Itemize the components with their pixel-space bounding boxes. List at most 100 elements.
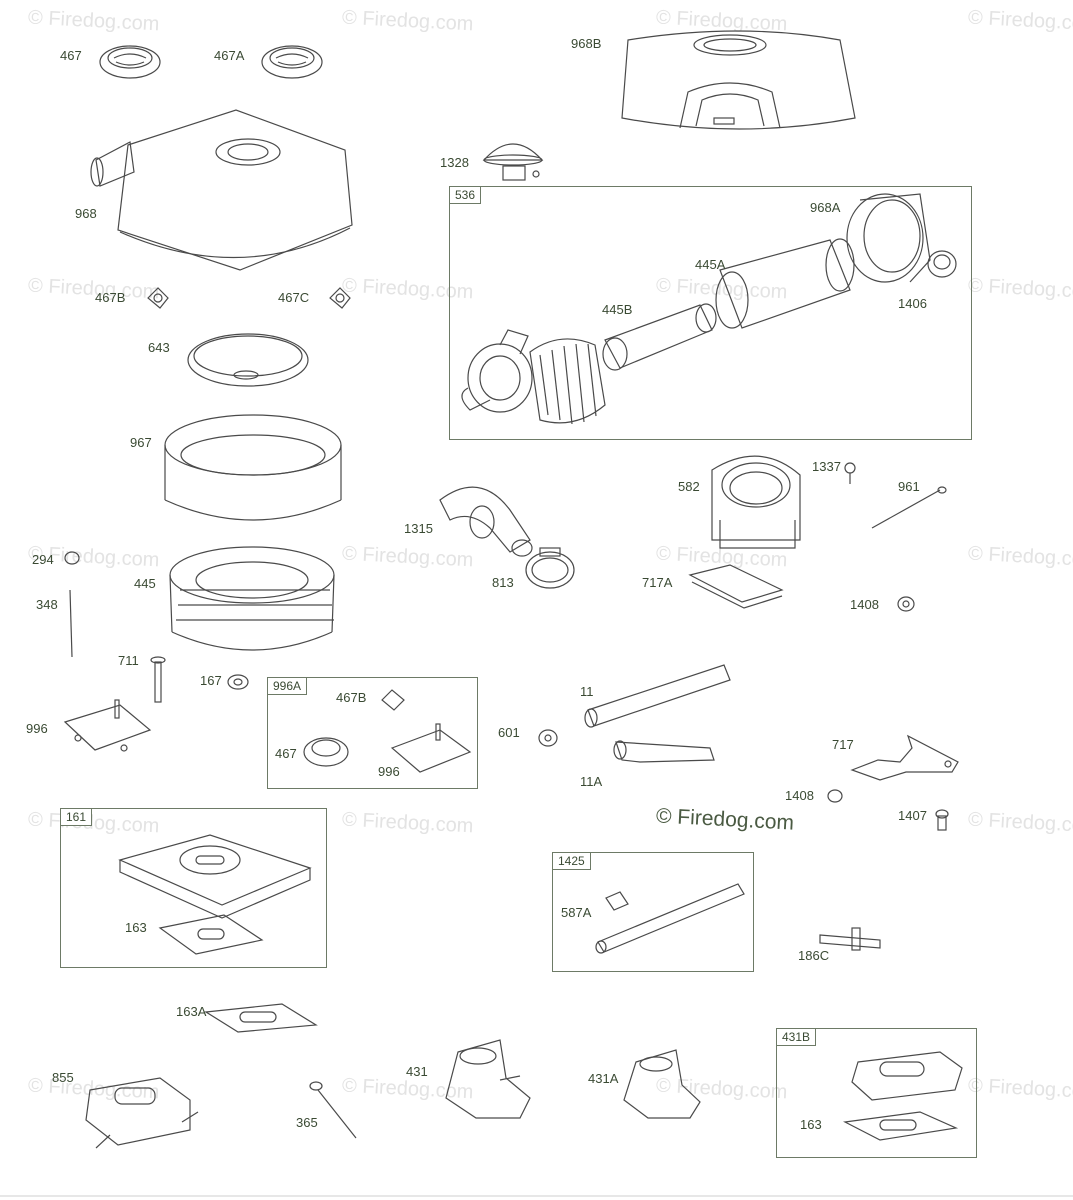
hose-11-drawing: [584, 664, 731, 728]
filter-445-drawing: [169, 546, 335, 651]
part-label-961[interactable]: 961: [898, 479, 920, 494]
filter-445B-drawing: [602, 303, 717, 371]
cover-968A-drawing: [846, 193, 931, 283]
cover-968B-drawing: [621, 30, 856, 130]
kit-tag: 536: [449, 186, 482, 204]
part-label-813[interactable]: 813: [492, 575, 514, 590]
nut-294-drawing: [64, 551, 80, 565]
grommet-467B-kit-drawing: [381, 689, 405, 711]
part-label-431[interactable]: 431: [406, 1064, 428, 1079]
cap-1328-drawing: [482, 143, 544, 181]
bolt-711-drawing: [150, 656, 166, 703]
kit-box-536: 536: [449, 186, 972, 440]
part-label-163[interactable]: 163: [125, 920, 147, 935]
part-label-1337[interactable]: 1337: [812, 459, 841, 474]
part-label-855[interactable]: 855: [52, 1070, 74, 1085]
part-label-445A[interactable]: 445A: [695, 257, 726, 272]
adapter-855-drawing: [85, 1077, 199, 1149]
plate-996-kit-drawing: [390, 723, 472, 773]
part-label-186C[interactable]: 186C: [798, 948, 830, 963]
cap-467A-drawing: [261, 45, 323, 79]
part-label-643[interactable]: 643: [148, 340, 170, 355]
part-label-968B[interactable]: 968B: [571, 36, 602, 51]
part-label-967[interactable]: 967: [130, 435, 152, 450]
part-label-365[interactable]: 365: [296, 1115, 318, 1130]
grommet-467C-drawing: [329, 287, 351, 309]
base-161-drawing: [118, 834, 312, 919]
gasket-163-kit-drawing: [843, 1111, 959, 1141]
part-label-163-kit[interactable]: 163: [800, 1117, 822, 1132]
rod-348-drawing: [69, 589, 73, 658]
clip-587A-drawing: [605, 891, 629, 911]
part-label-1407[interactable]: 1407: [898, 808, 927, 823]
part-label-467C[interactable]: 467C: [278, 290, 310, 305]
part-label-717[interactable]: 717: [832, 737, 854, 752]
part-label-968A[interactable]: 968A: [810, 200, 841, 215]
adapter-431A-drawing: [623, 1049, 701, 1119]
bracket-582-drawing: [711, 455, 801, 549]
rod-961-drawing: [871, 486, 947, 529]
elbow-1315-drawing: [439, 486, 533, 557]
disc-643-drawing: [187, 333, 309, 387]
kit-tag: 1425: [552, 852, 591, 870]
clip-601-drawing: [538, 729, 558, 747]
gasket-163A-drawing: [204, 1003, 318, 1033]
part-label-1315[interactable]: 1315: [404, 521, 433, 536]
bracket-717A-drawing: [688, 564, 784, 609]
tube-1425-drawing: [595, 883, 745, 954]
part-label-163A[interactable]: 163A: [176, 1004, 207, 1019]
kit-tag: 431B: [776, 1028, 817, 1046]
part-label-996-kit[interactable]: 996: [378, 764, 400, 779]
gasket-163-drawing: [158, 914, 264, 955]
part-label-601[interactable]: 601: [498, 725, 520, 740]
part-label-445[interactable]: 445: [134, 576, 156, 591]
part-label-467B-kit[interactable]: 467B: [336, 690, 367, 705]
washer-167-drawing: [227, 674, 249, 690]
part-label-348[interactable]: 348: [36, 597, 58, 612]
fitting-186C-drawing: [819, 927, 881, 951]
filter-445A-drawing: [715, 238, 855, 329]
part-label-1408[interactable]: 1408: [850, 597, 879, 612]
nut-1406-drawing: [927, 250, 957, 278]
part-label-711[interactable]: 711: [118, 653, 139, 668]
part-label-587A[interactable]: 587A: [561, 905, 592, 920]
kit-box-431B: 431B: [776, 1028, 977, 1158]
part-label-467B[interactable]: 467B: [95, 290, 126, 305]
bracket-717-drawing: [850, 734, 959, 781]
part-label-167[interactable]: 167: [200, 673, 222, 688]
precleaner-967-drawing: [164, 414, 342, 521]
part-label-717A[interactable]: 717A: [642, 575, 673, 590]
adapter-431-drawing: [445, 1039, 531, 1119]
part-label-11[interactable]: 11: [580, 684, 594, 699]
part-label-11A[interactable]: 11A: [580, 774, 603, 789]
hose-11A-drawing: [613, 740, 715, 763]
part-label-582[interactable]: 582: [678, 479, 700, 494]
part-label-467-kit[interactable]: 467: [275, 746, 297, 761]
canister-assembly-drawing: [461, 329, 606, 425]
part-label-445B[interactable]: 445B: [602, 302, 633, 317]
kit-tag: 161: [60, 808, 93, 826]
kit-tag: 996A: [267, 677, 308, 695]
part-label-1328[interactable]: 1328: [440, 155, 469, 170]
clamp-813-drawing: [525, 547, 575, 589]
kit-box-996A: 996A: [267, 677, 478, 789]
part-label-996[interactable]: 996: [26, 721, 48, 736]
bolt-365-drawing: [309, 1081, 357, 1139]
grommet-467B-drawing: [147, 287, 169, 309]
housing-968-drawing: [90, 109, 353, 271]
kit-box-1425: 1425: [552, 852, 754, 972]
part-label-1406[interactable]: 1406: [898, 296, 927, 311]
cap-467-kit-drawing: [303, 737, 349, 767]
part-label-294[interactable]: 294: [32, 552, 54, 567]
nut-1408-drawing-a: [897, 596, 915, 612]
part-label-467A[interactable]: 467A: [214, 48, 245, 63]
part-label-968[interactable]: 968: [75, 206, 97, 221]
part-label-467[interactable]: 467: [60, 48, 82, 63]
nut-1408-drawing-b: [827, 789, 843, 803]
cap-467-drawing: [99, 45, 161, 79]
adapter-431B-drawing: [851, 1051, 963, 1101]
part-label-431A[interactable]: 431A: [588, 1071, 619, 1086]
part-label-1408-b[interactable]: 1408: [785, 788, 814, 803]
